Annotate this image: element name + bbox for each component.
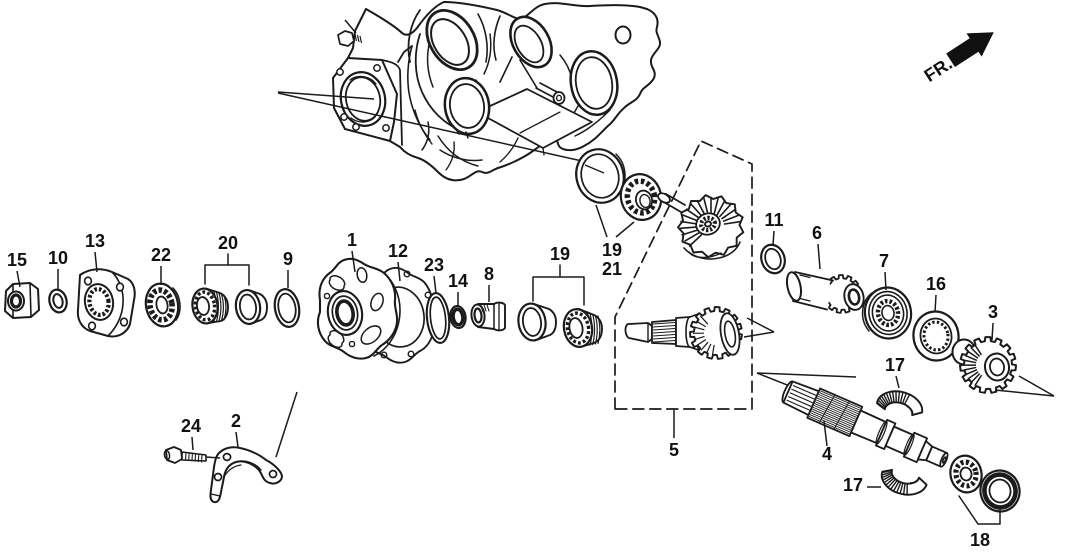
svg-text:24: 24 — [181, 416, 201, 436]
svg-text:21: 21 — [602, 259, 622, 279]
svg-text:8: 8 — [484, 264, 494, 284]
svg-text:14: 14 — [448, 271, 468, 291]
svg-text:6: 6 — [812, 223, 822, 243]
svg-text:7: 7 — [879, 251, 889, 271]
svg-text:2: 2 — [231, 411, 241, 431]
svg-text:5: 5 — [669, 440, 679, 460]
svg-text:11: 11 — [764, 210, 783, 230]
svg-text:19: 19 — [602, 240, 622, 260]
svg-text:18: 18 — [970, 530, 990, 550]
svg-text:10: 10 — [48, 248, 68, 268]
svg-text:17: 17 — [885, 355, 905, 375]
svg-text:4: 4 — [822, 444, 832, 464]
svg-text:17: 17 — [843, 475, 863, 495]
svg-text:12: 12 — [388, 241, 408, 261]
svg-text:22: 22 — [151, 245, 171, 265]
svg-text:23: 23 — [424, 255, 444, 275]
svg-text:20: 20 — [218, 233, 238, 253]
svg-text:16: 16 — [926, 274, 946, 294]
svg-text:13: 13 — [85, 231, 105, 251]
svg-text:19: 19 — [550, 244, 570, 264]
svg-text:1: 1 — [347, 230, 357, 250]
svg-text:3: 3 — [988, 302, 998, 322]
svg-text:15: 15 — [7, 250, 27, 270]
svg-text:9: 9 — [283, 249, 293, 269]
